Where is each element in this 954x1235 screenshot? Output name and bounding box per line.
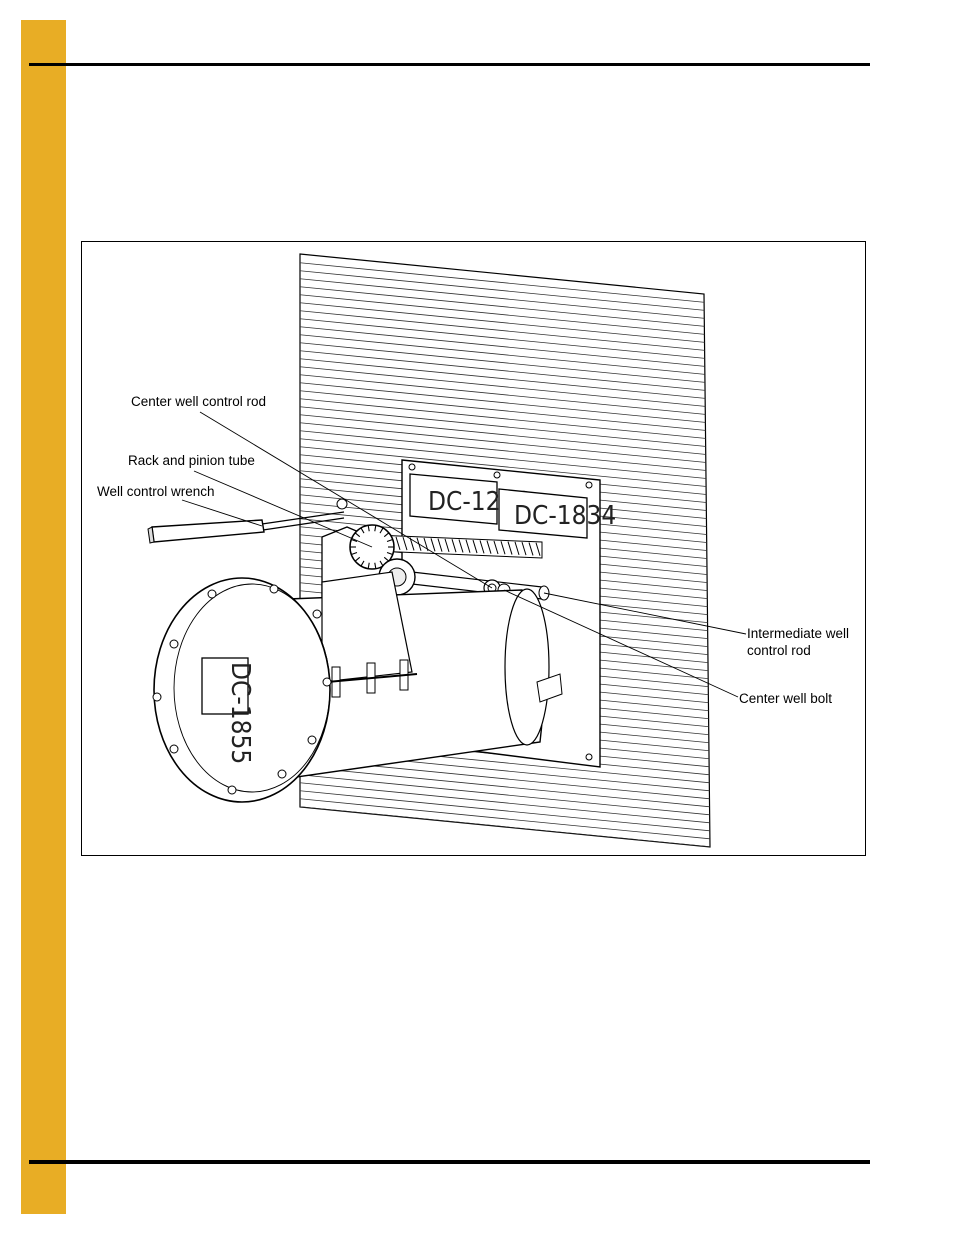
decal-text-dc-1834: DC-1834	[514, 501, 616, 531]
header-rule	[29, 63, 870, 66]
decal-plate-dc-1266: DC-1266	[409, 473, 530, 525]
callout-center-well-control-rod: Center well control rod	[131, 394, 267, 409]
callout-rack-and-pinion-tube: Rack and pinion tube	[128, 453, 255, 468]
leader-intermediate-rod	[543, 592, 747, 635]
cylinder-end-cap: DC-1855	[152, 577, 332, 803]
strap-bolts	[326, 659, 418, 698]
leader-wrench	[181, 499, 263, 527]
well-control-wrench	[147, 511, 345, 544]
leader-center-bolt	[503, 589, 739, 698]
accent-side-bar	[21, 20, 66, 1214]
callout-intermediate-well-control-rod: Intermediate well control rod	[747, 626, 850, 658]
callout-center-well-bolt: Center well bolt	[739, 691, 833, 706]
decal-plate-dc-1834: DC-1834	[498, 488, 616, 539]
figure-frame: DC-1266 DC-1834	[81, 241, 866, 856]
cylinder-tube	[261, 571, 563, 783]
decal-text-dc-1855: DC-1855	[225, 662, 255, 764]
leader-rack-tube	[193, 470, 373, 548]
well-control-illustration: DC-1266 DC-1834	[147, 253, 747, 848]
footer-rule	[29, 1160, 870, 1164]
leader-center-rod	[199, 411, 493, 589]
callout-well-control-wrench: Well control wrench	[97, 484, 215, 499]
callout-leaders	[181, 411, 747, 698]
